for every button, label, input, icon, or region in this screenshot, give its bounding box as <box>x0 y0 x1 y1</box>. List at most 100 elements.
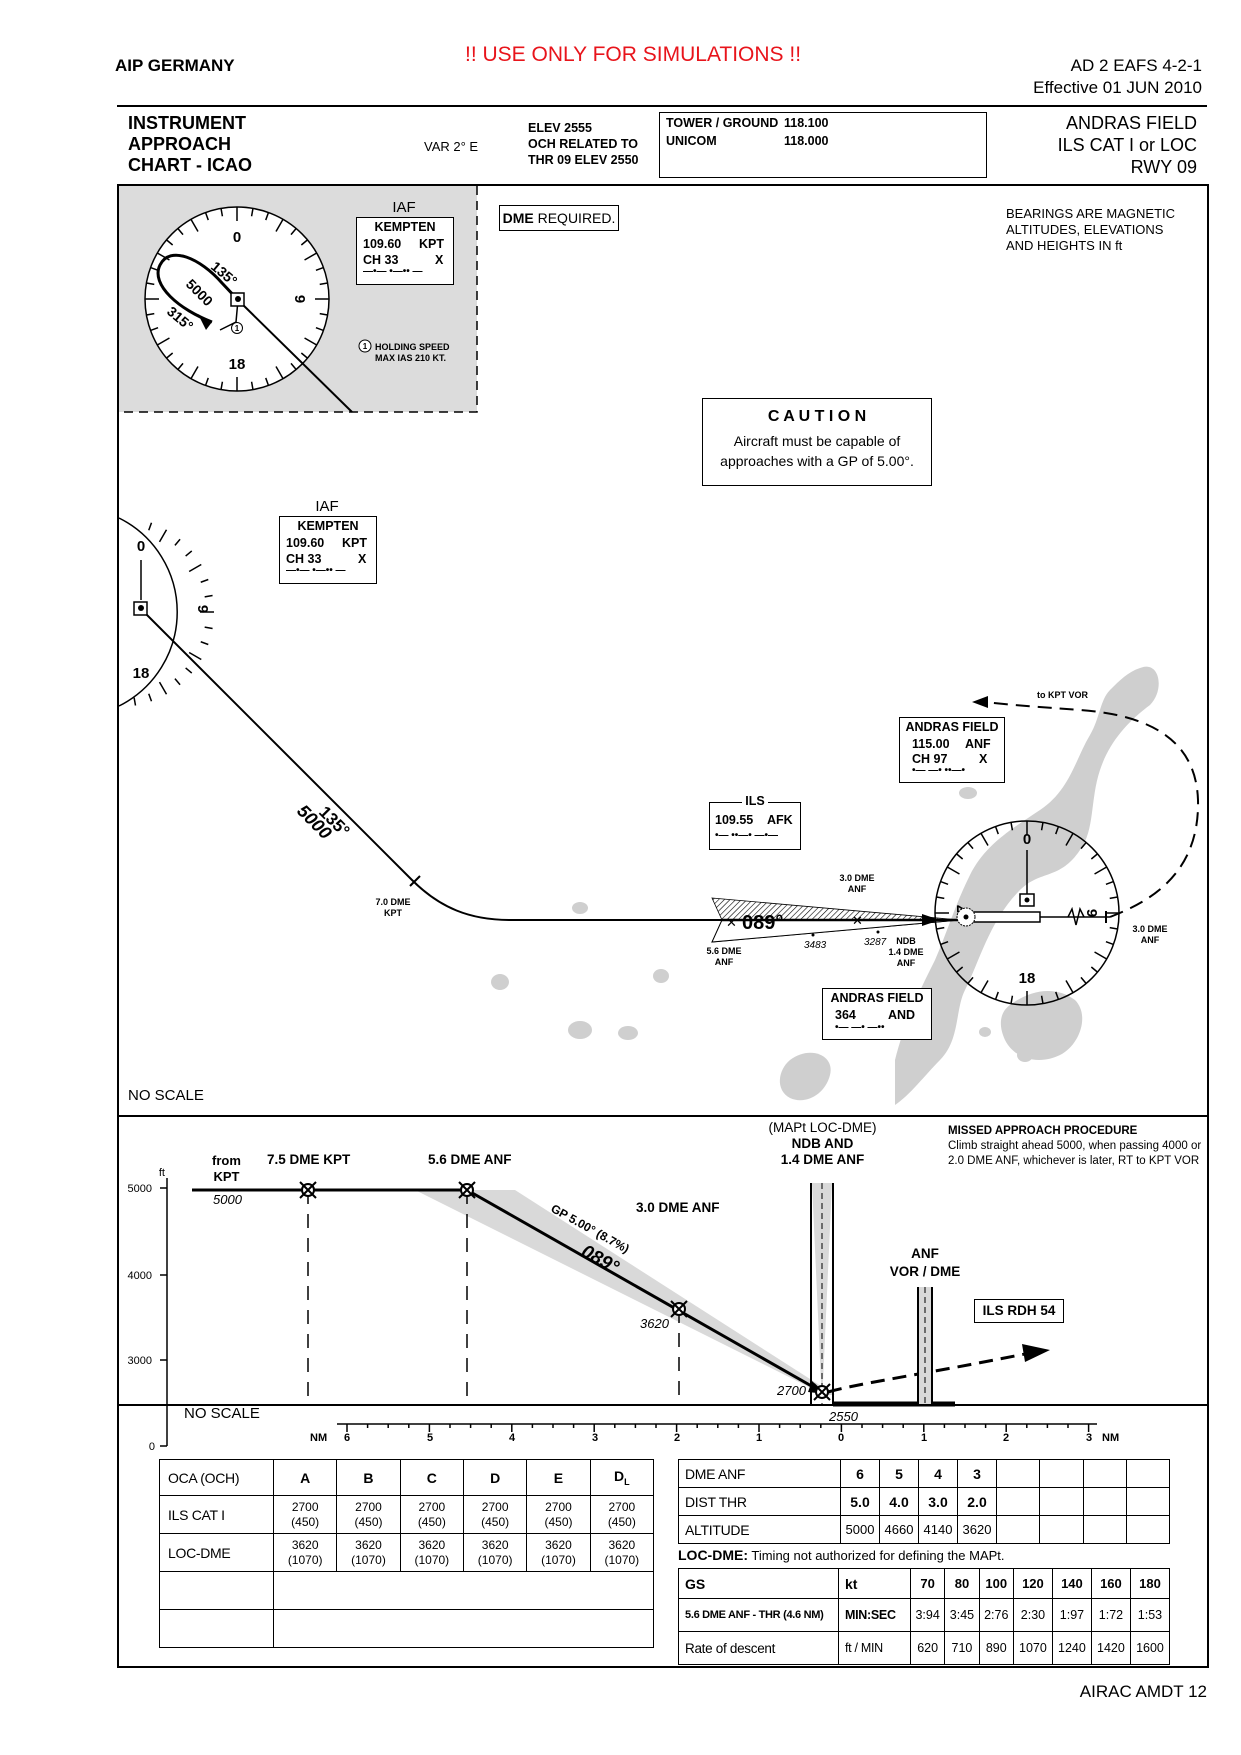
chart-type-line: CHART - ICAO <box>128 155 252 175</box>
vor-card-0: 0 <box>1023 831 1031 848</box>
compass-tick <box>148 693 153 702</box>
compass-tick <box>200 578 209 583</box>
airport-name: ANDRAS FIELD <box>1065 113 1197 133</box>
compass-tick <box>290 228 297 236</box>
missed-approach-turn <box>984 701 1200 918</box>
och-value: (450) <box>481 1514 510 1529</box>
ils-ident: AFK <box>767 813 793 827</box>
dme56-label: 5.6 DME ANF <box>428 1152 512 1167</box>
dme-value: 4 <box>918 1459 958 1488</box>
compass-tick <box>174 678 181 686</box>
groundspeed-row: GS kt 70 80 100 120 140 160 180 <box>678 1568 1171 1599</box>
navaid-ident: KPT <box>342 536 367 550</box>
islet <box>572 902 588 914</box>
category-dl: DL <box>589 1459 655 1496</box>
compass-tick <box>1010 822 1014 831</box>
glide-path <box>466 1188 823 1394</box>
hold-note-circle <box>358 339 372 353</box>
holding-speed-note: HOLDING SPEED <box>375 342 450 352</box>
fix-30-symbol <box>670 1300 688 1318</box>
altitude-value: 4660 <box>879 1515 919 1544</box>
profile-minima-divider <box>117 1404 1207 1406</box>
och-value: (1070) <box>541 1552 576 1567</box>
altitude-3620: 3620 <box>640 1316 669 1331</box>
dme30-label: 3.0 DME ANF <box>636 1200 720 1215</box>
navaid-name: ANDRAS FIELD <box>905 720 999 734</box>
y-label-4000: 4000 <box>128 1270 152 1282</box>
inset-kempten-box: KEMPTEN 109.60 KPT CH 33 X —•— •—•• — <box>356 217 454 285</box>
ils-title: ILS <box>742 794 768 808</box>
minima-table: OCA (OCH) A B C D E DL ILS CAT I 2700(45… <box>159 1459 655 1648</box>
oca-value: 3620 <box>608 1537 636 1552</box>
compass-tick <box>1080 842 1087 850</box>
compass-tick <box>315 327 324 332</box>
och-value: (1070) <box>414 1552 450 1567</box>
dist-value: 2.0 <box>957 1487 997 1516</box>
compass-tick <box>190 366 199 380</box>
dist-value: 3.0 <box>918 1487 958 1516</box>
altitude-value: 5000 <box>840 1515 880 1544</box>
page-reference: AD 2 EAFS 4-2-1 <box>1070 56 1202 75</box>
mapt-symbol <box>813 1383 831 1401</box>
ils-morse: •— ••—• —•— <box>715 830 779 841</box>
compass-tick <box>177 228 184 236</box>
dist-value: 4.0 <box>879 1487 919 1516</box>
time-value: 3:45 <box>944 1598 980 1632</box>
spot-elevation-dot <box>811 933 815 937</box>
unicom-frequency: 118.000 <box>784 134 829 148</box>
iaf-card-0: 0 <box>137 538 145 555</box>
iaf-vor-center <box>138 605 144 611</box>
dme75-label: 7.5 DME KPT <box>267 1152 351 1167</box>
compass-tick <box>1105 880 1114 885</box>
minima-cell: 2700(450) <box>336 1495 401 1534</box>
oca-value: 2700 <box>418 1499 446 1514</box>
navaid-ident: AND <box>888 1008 916 1022</box>
caution-line: approaches with a GP of 5.00°. <box>720 453 914 469</box>
threshold-elevation: THR 09 ELEV 2550 <box>528 153 639 167</box>
och-value: (450) <box>417 1514 446 1529</box>
vor-cone <box>918 1287 932 1404</box>
compass-tick <box>204 594 213 598</box>
altitude-5000: 5000 <box>213 1192 242 1207</box>
hold-note-number: 1 <box>363 342 368 351</box>
navaid-morse: —•— •—•• — <box>286 565 346 576</box>
ndb-label-1: NDB <box>896 936 916 946</box>
missed-approach-line-1: Climb straight ahead 5000, when passing … <box>948 1140 1202 1152</box>
minima-cell: 3620(1070) <box>399 1533 464 1572</box>
compass-tick <box>994 991 999 1000</box>
segment-label: 5.6 DME ANF - THR (4.6 NM) <box>678 1598 839 1632</box>
compass-tick <box>174 538 181 546</box>
compass-tick <box>1055 826 1060 835</box>
dme56-label-1: 5.6 DME <box>706 946 741 956</box>
dme30-label-1: 3.0 DME <box>839 873 874 883</box>
oca-value: 2700 <box>355 1499 382 1514</box>
scale-label: 2 <box>674 1432 680 1444</box>
compass-tick <box>150 327 159 332</box>
procedure-name: ILS CAT I or LOC <box>1057 135 1197 155</box>
effective-date: Effective 01 JUN 2010 <box>1033 78 1202 97</box>
compass-tick <box>188 563 202 573</box>
minsec-label: MIN:SEC <box>838 1598 911 1632</box>
ndb-center <box>963 914 969 920</box>
dist-thr-label: DIST THR <box>678 1487 841 1516</box>
navaid-channel-x: X <box>435 253 444 267</box>
tower-ground-frequency: 118.100 <box>784 116 829 130</box>
altitude-row: ALTITUDE 5000 4660 4140 3620 <box>678 1515 1171 1544</box>
fix-30-symbol: ✕ <box>852 913 863 928</box>
compass-tick <box>185 667 193 674</box>
och-value: (1070) <box>287 1552 323 1567</box>
oca-value: 3620 <box>355 1537 382 1552</box>
compass-tick <box>1065 832 1074 846</box>
speed-value: 70 <box>909 1568 946 1599</box>
compass-tick <box>319 312 328 316</box>
navaid-name: ANDRAS FIELD <box>830 991 924 1005</box>
kpt-label: KPT <box>213 1169 240 1184</box>
compass-tick <box>956 966 964 973</box>
chart-type-line: INSTRUMENT <box>128 113 246 133</box>
airac-amendment: AIRAC AMDT 12 <box>1079 1682 1207 1701</box>
compass-tick <box>300 239 308 246</box>
oca-value: 3620 <box>291 1537 319 1552</box>
och-value: (450) <box>291 1514 320 1529</box>
bearings-note: BEARINGS ARE MAGNETIC ALTITUDES, ELEVATI… <box>1006 206 1175 254</box>
